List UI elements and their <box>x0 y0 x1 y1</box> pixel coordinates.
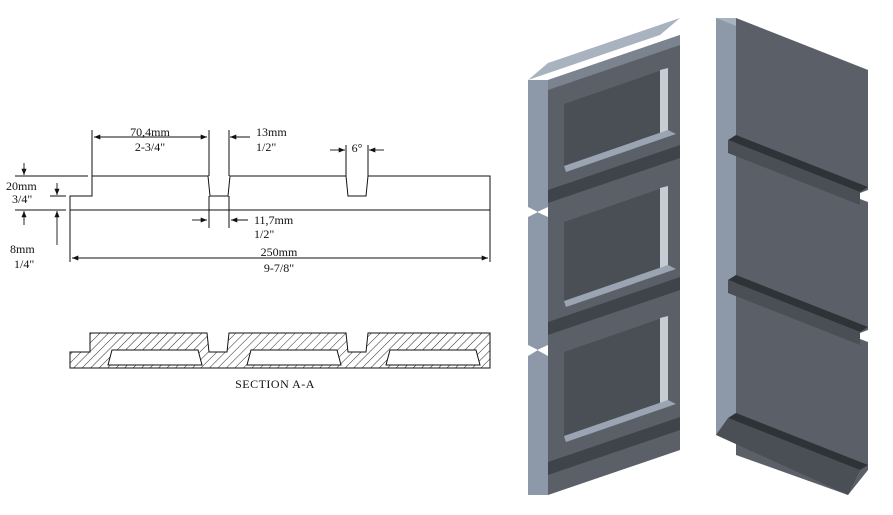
panel-left-recess-2 <box>564 186 668 301</box>
panel-left-recess-3-wall <box>660 316 668 403</box>
profile-drawing <box>15 130 491 262</box>
panel-left-top-face <box>528 18 680 80</box>
panel-right-tongue-1-face <box>728 140 860 205</box>
section-label: SECTION A-A <box>235 377 315 391</box>
panel-left-recess-2-ledge <box>564 265 676 307</box>
panel-left-recess-3 <box>564 316 668 436</box>
panel-right-tongue-3-top <box>728 413 868 470</box>
dim-width-top-imperial: 2-3/4" <box>135 140 165 154</box>
dimension-lines <box>21 134 488 261</box>
panel-3d-right <box>716 18 868 495</box>
panel-right-side-face <box>716 18 736 435</box>
panel-left-bottom-rim <box>548 417 680 475</box>
dim-slot-bottom-imperial: 1/2" <box>254 227 274 241</box>
dim-thickness-imperial: 3/4" <box>12 192 32 206</box>
dim-lip-metric: 8mm <box>10 242 35 256</box>
panel-right-tongue-2-top <box>728 275 868 332</box>
section-view: SECTION A-A <box>69 332 491 391</box>
panel-right-front-face <box>736 18 868 495</box>
dimension-labels: 70,4mm 2-3/4" 13mm 1/2" 6° 20mm 3/4" 11,… <box>6 125 363 275</box>
section-hatched-profile <box>69 332 491 369</box>
dim-total-width-metric: 250mm <box>261 245 298 259</box>
panel-right-tongue-2-face <box>728 280 860 345</box>
dim-width-top-metric: 70,4mm <box>130 125 170 139</box>
dim-lip-imperial: 1/4" <box>14 257 34 271</box>
profile-outline <box>69 175 491 211</box>
panel-left-groove-1 <box>548 145 680 203</box>
dim-angle: 6° <box>352 141 363 155</box>
panel-left-recess-1-ledge <box>564 130 676 172</box>
dim-total-width-imperial: 9-7/8" <box>264 261 294 275</box>
panel-left-side-face <box>528 80 548 495</box>
panel-left-recess-1-wall <box>660 68 668 133</box>
panel-left-recess-3-ledge <box>564 400 676 442</box>
dim-thickness-metric: 20mm <box>6 179 37 193</box>
panel-left-front-rim <box>548 35 680 90</box>
panel-left-groove-2 <box>548 277 680 335</box>
dim-slot-top-imperial: 1/2" <box>256 140 276 154</box>
panel-3d-left <box>528 18 680 495</box>
dim-slot-top-metric: 13mm <box>256 125 287 139</box>
panel-left-recess-2-wall <box>660 186 668 268</box>
panel-left-recess-1 <box>564 68 668 166</box>
panel-right-tongue-3-face <box>716 418 860 495</box>
panel-right-tongue-1-top <box>728 135 868 192</box>
dim-slot-bottom-metric: 11,7mm <box>254 213 294 227</box>
